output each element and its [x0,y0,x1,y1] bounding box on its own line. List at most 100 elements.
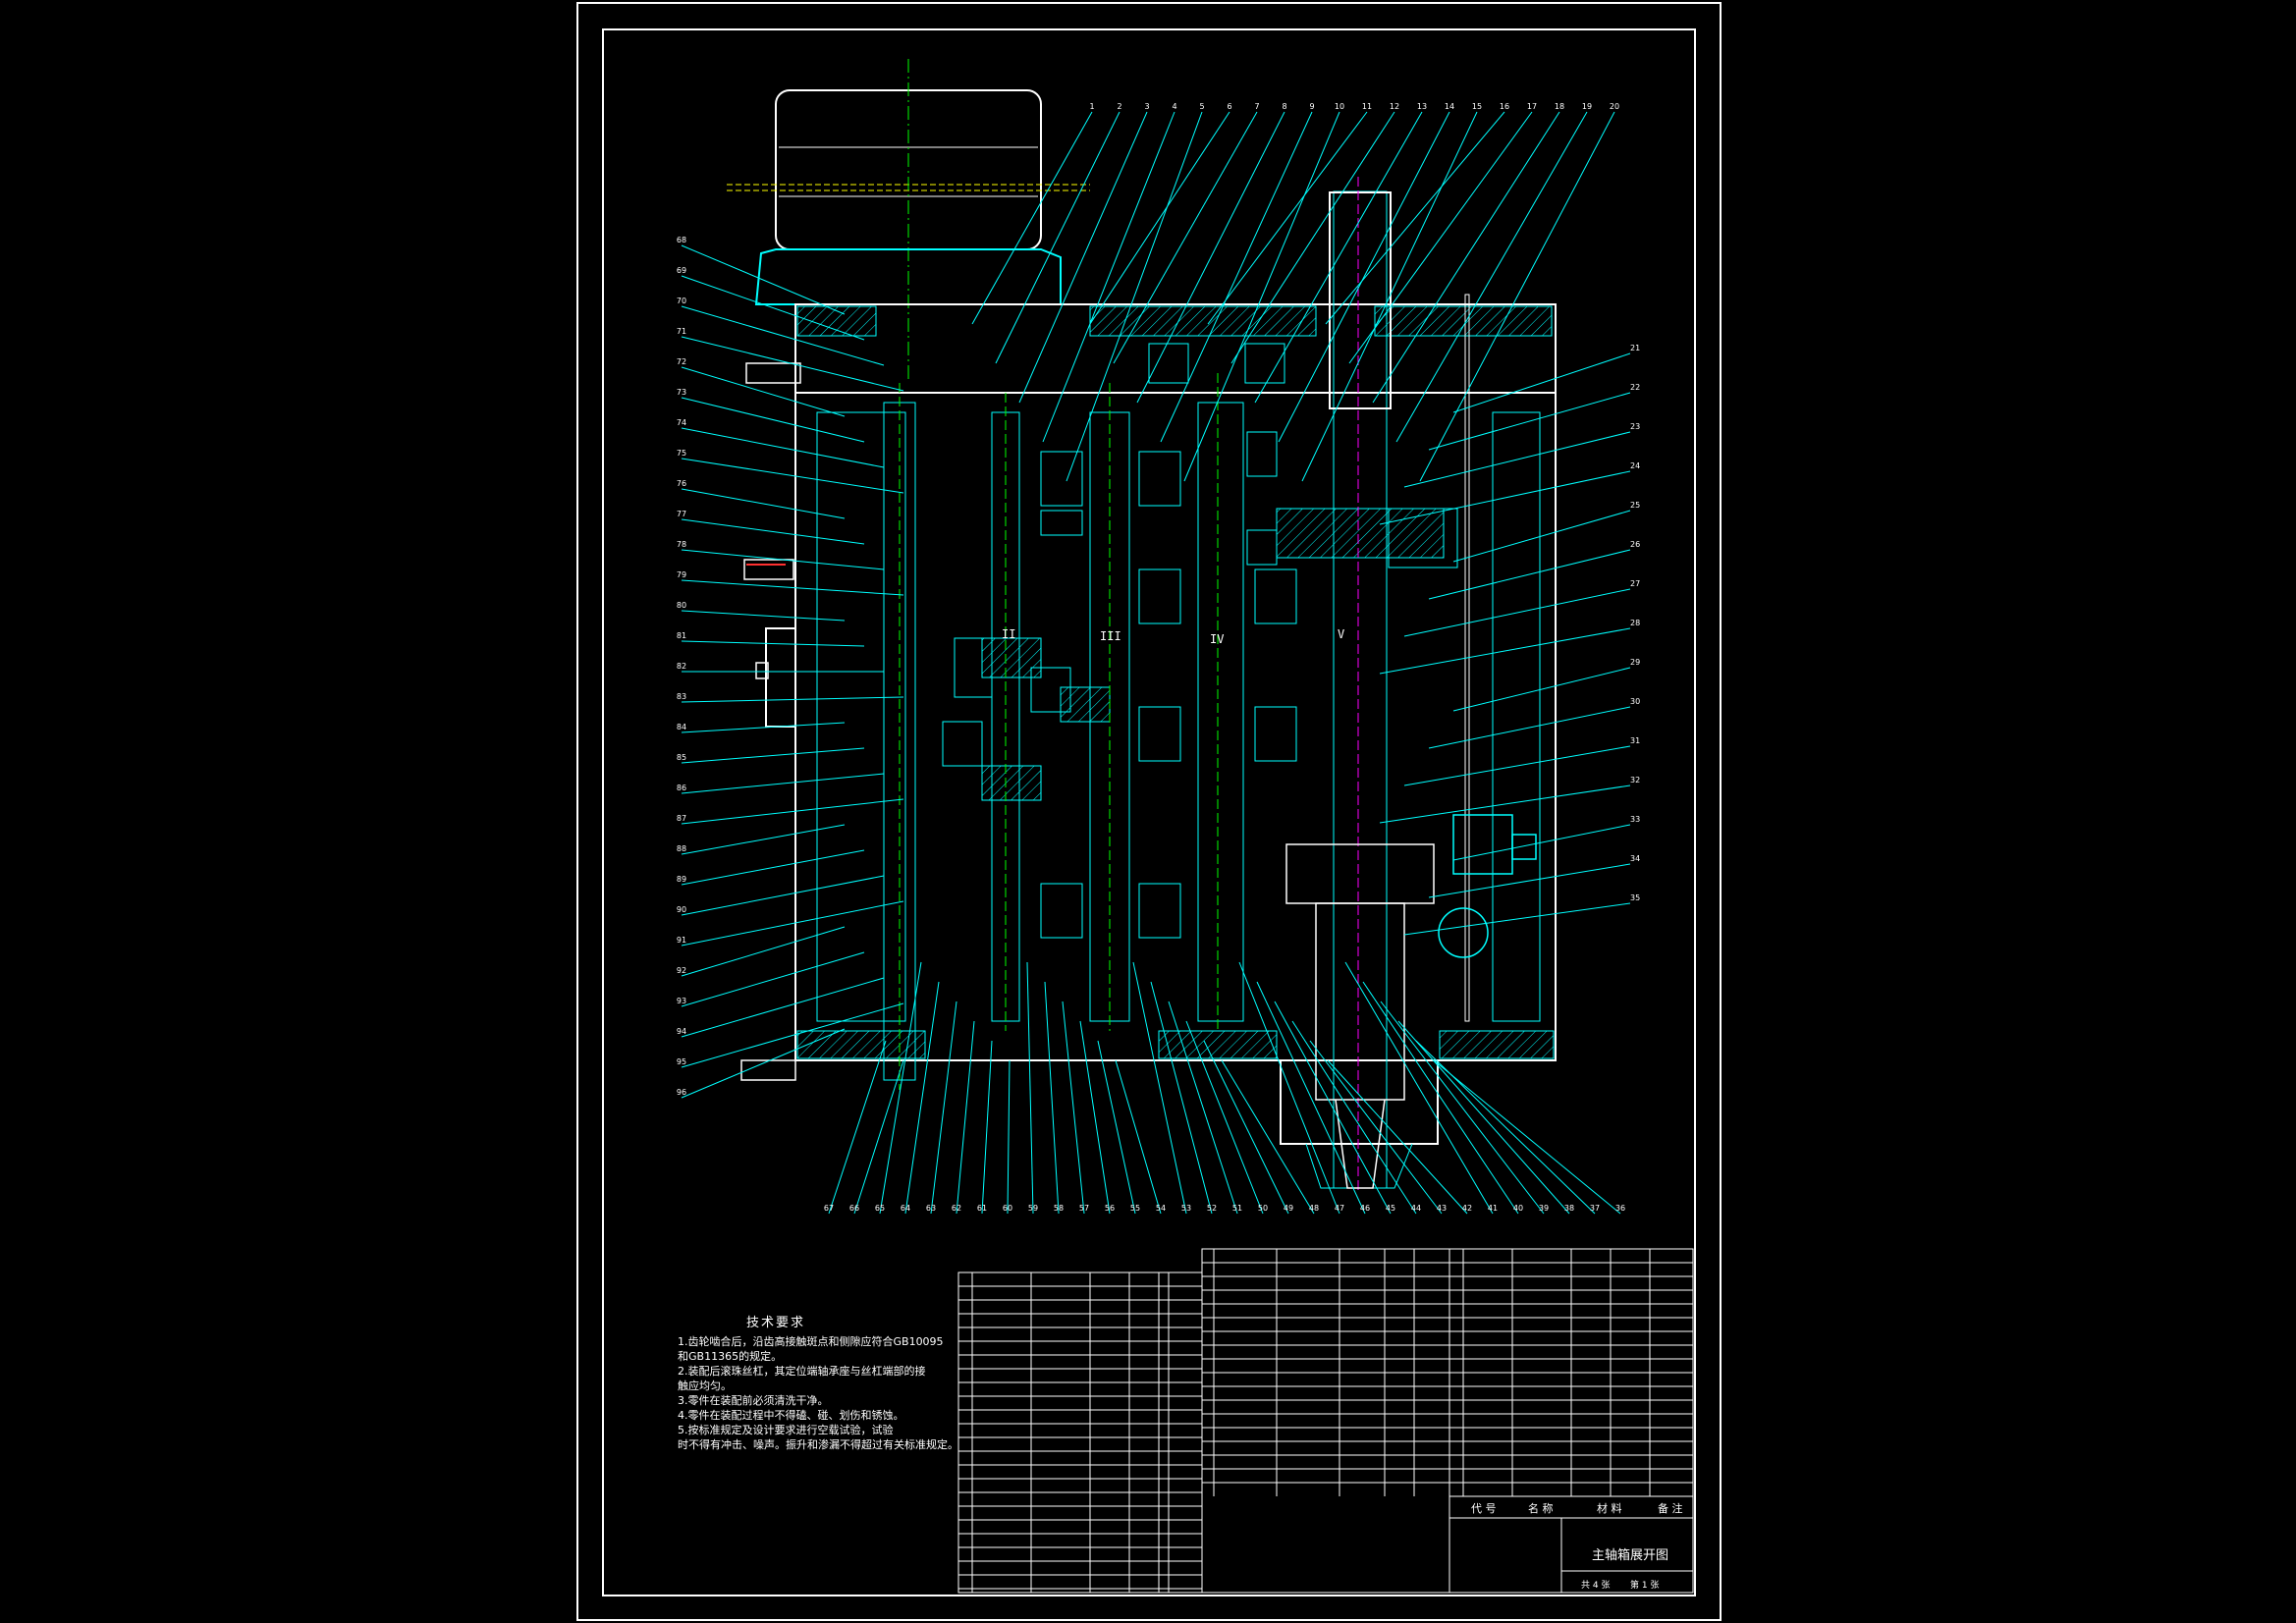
leader-line [1168,1001,1238,1215]
callout-number: 57 [1079,1204,1089,1213]
leader-line [1254,111,1423,404]
callout-number: 71 [677,327,686,336]
leader-line [1007,1059,1011,1215]
callout-number: 84 [677,723,686,731]
callout-number: 6 [1227,102,1231,111]
leader-line [681,610,846,622]
leader-line [681,798,904,825]
leader-line [681,336,904,392]
callout-number: 72 [677,357,686,366]
leader-line [1362,981,1519,1215]
leader-line [681,549,885,570]
callout-number: 93 [677,997,686,1005]
callout-number: 64 [901,1204,910,1213]
callout-number: 2 [1117,102,1121,111]
leader-line [1428,706,1631,749]
callout-number: 85 [677,753,686,762]
leader-line [1379,627,1631,675]
callout-number: 94 [677,1027,686,1036]
callout-number: 30 [1630,697,1640,706]
leader-line [1150,981,1213,1215]
leader-line [1066,111,1203,482]
callout-number: 26 [1630,540,1640,549]
callout-number: 79 [677,570,686,579]
callout-number: 3 [1144,102,1149,111]
technical-requirements: 技术要求 1.齿轮啮合后，沿齿高接触斑点和侧隙应符合GB10095 和GB113… [678,1316,958,1452]
leader-line [681,951,865,1007]
leader-line [1207,111,1368,325]
leader-line [681,696,904,703]
leader-line [681,244,846,315]
callout-number: 40 [1513,1204,1523,1213]
callout-number: 66 [849,1204,859,1213]
tech-req-line: 时不得有冲击、噪声。振升和渗漏不得超过有关标准规定。 [678,1438,958,1451]
callout-number: 87 [677,814,686,823]
callout-number: 89 [677,875,686,884]
leader-line [1026,961,1034,1215]
callout-number: 15 [1472,102,1482,111]
callout-number: 83 [677,692,686,701]
callout-number: 54 [1156,1204,1166,1213]
drawing-title: 主轴箱展开图 [1592,1547,1668,1563]
callout-number: 28 [1630,619,1640,627]
leader-line [681,926,846,977]
leader-line [1136,111,1285,404]
callout-number: 18 [1555,102,1564,111]
leader-line [681,849,865,886]
callout-number: 19 [1582,102,1592,111]
callout-number: 65 [875,1204,885,1213]
callout-number: 76 [677,479,686,488]
callout-number: 34 [1630,854,1640,863]
leader-line [681,427,885,468]
callout-number: 35 [1630,893,1640,902]
leader-line [1415,1040,1596,1215]
leader-line [1433,1059,1621,1215]
leader-line [681,1028,846,1099]
callout-number: 73 [677,388,686,397]
leader-line [1395,111,1588,443]
leader-line [1042,111,1175,443]
leader-line [681,875,885,916]
callout-number: 92 [677,966,686,975]
leader-line [681,275,865,341]
sheet-number: 第 1 张 [1630,1579,1659,1591]
leader-line [1301,111,1478,482]
bill-of-materials [957,1248,1694,1594]
shaft-label-iii: III [1100,629,1121,643]
callout-number: 82 [677,662,686,671]
tech-req-line: 2.装配后滚珠丝杠，其定位端轴承座与丝杠端部的接 [678,1365,926,1378]
callout-number: 60 [1003,1204,1012,1213]
leader-line [681,1002,904,1068]
shaft-label-v: V [1338,627,1344,641]
callout-number: 11 [1362,102,1372,111]
leader-line [1344,961,1494,1215]
callout-number: 10 [1335,102,1344,111]
tech-req-line: 5.按标准规定及设计要求进行空载试验，试验 [678,1424,894,1436]
callout-number: 67 [824,1204,834,1213]
leader-line [1372,111,1560,404]
leader-line [1115,1059,1162,1215]
bom-header-remark: 备 注 [1658,1501,1683,1515]
leader-line [681,977,885,1038]
callout-number: 80 [677,601,686,610]
left-callouts: 6869707172737475767778798081828384858687… [677,236,904,1099]
callout-number: 41 [1488,1204,1498,1213]
callout-number: 58 [1054,1204,1064,1213]
callout-number: 33 [1630,815,1640,824]
leader-line [1403,588,1631,637]
callout-number: 50 [1258,1204,1268,1213]
callout-number: 23 [1630,422,1640,431]
callout-number: 24 [1630,461,1640,470]
callout-number: 47 [1335,1204,1344,1213]
leader-line [1132,961,1187,1215]
leader-line [1291,1020,1417,1215]
bom-header-material: 材 料 [1597,1501,1622,1515]
leader-line [1403,431,1631,488]
callout-number: 96 [677,1088,686,1097]
leader-line [1403,902,1631,936]
leader-line [681,397,865,443]
callout-number: 25 [1630,501,1640,510]
